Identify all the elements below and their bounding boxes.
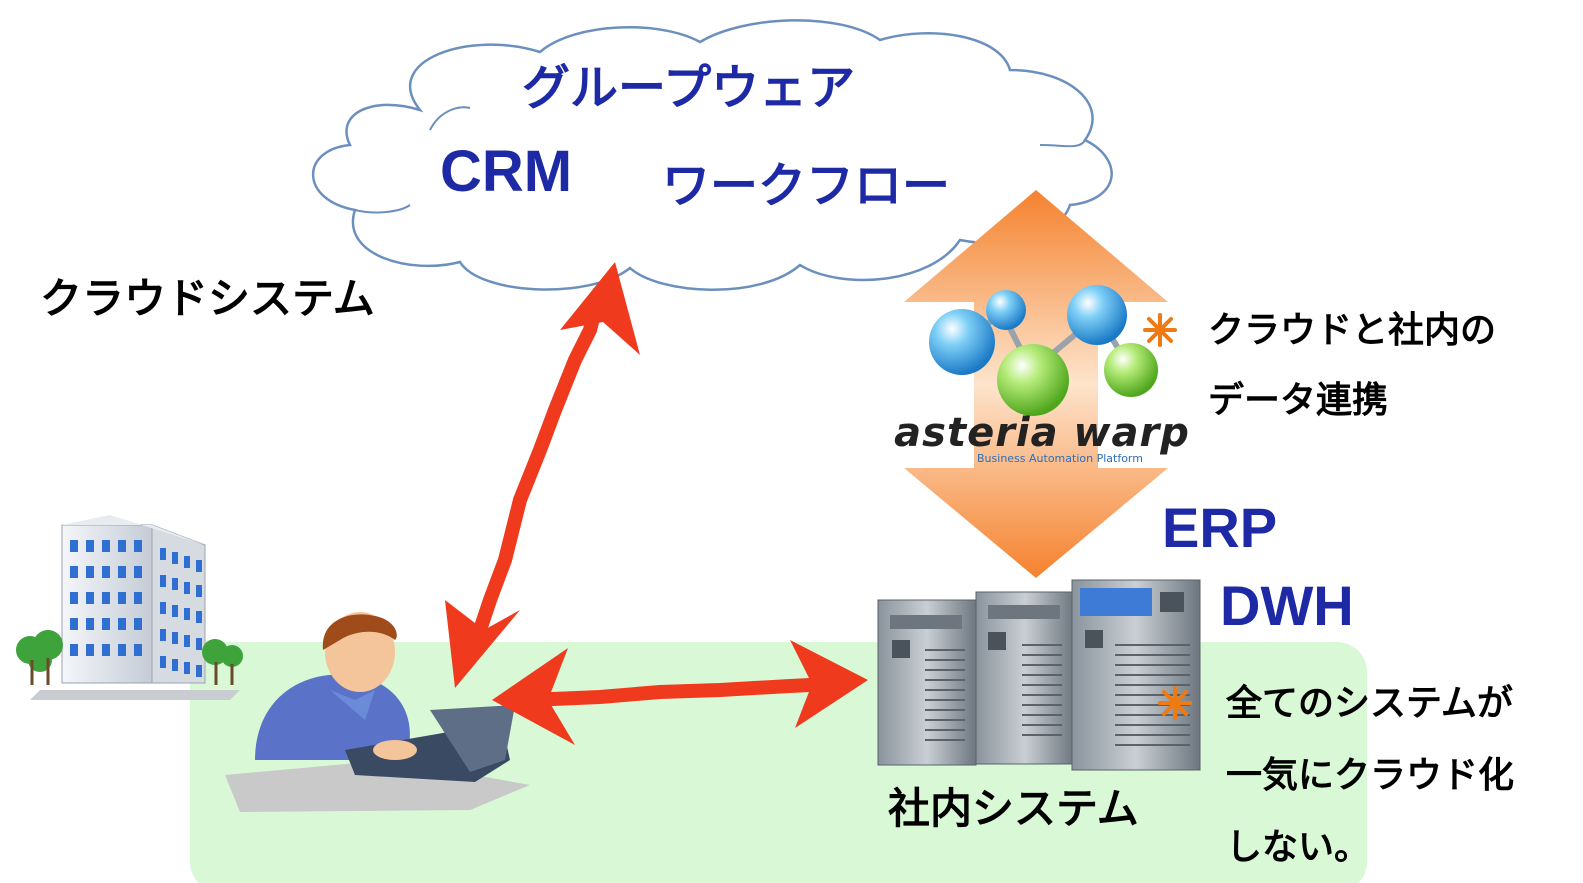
cloud-item-crm: CRM (440, 139, 573, 204)
dwh-label: DWH (1220, 574, 1354, 637)
note1-line1: クラウドと社内の (1208, 310, 1497, 351)
person-server-arrow (492, 640, 868, 745)
internal-system-label: 社内システム (888, 784, 1139, 833)
person-cloud-arrow (445, 262, 640, 688)
note2-line3: しない。 (1226, 827, 1371, 868)
star-bullet-icon (1143, 313, 1177, 347)
office-building-icon (16, 515, 243, 700)
note2-line2: 一気にクラウド化 (1226, 755, 1515, 796)
logo-tagline: Business Automation Platform (977, 452, 1143, 465)
molecule-logo-icon (929, 285, 1158, 416)
note2-line1: 全てのシステムが (1226, 683, 1513, 724)
server-rack-icon (877, 579, 1201, 771)
logo-name: asteria warp (894, 410, 1190, 456)
person-with-laptop-icon (225, 612, 530, 812)
star-bullet-icon (1158, 686, 1192, 720)
note1-line2: データ連携 (1208, 380, 1389, 421)
cloud-item-groupware: グループウェア (522, 60, 856, 116)
erp-label: ERP (1162, 496, 1278, 559)
cloud-item-workflow: ワークフロー (662, 158, 951, 214)
cloud-system-label: クラウドシステム (40, 274, 375, 323)
